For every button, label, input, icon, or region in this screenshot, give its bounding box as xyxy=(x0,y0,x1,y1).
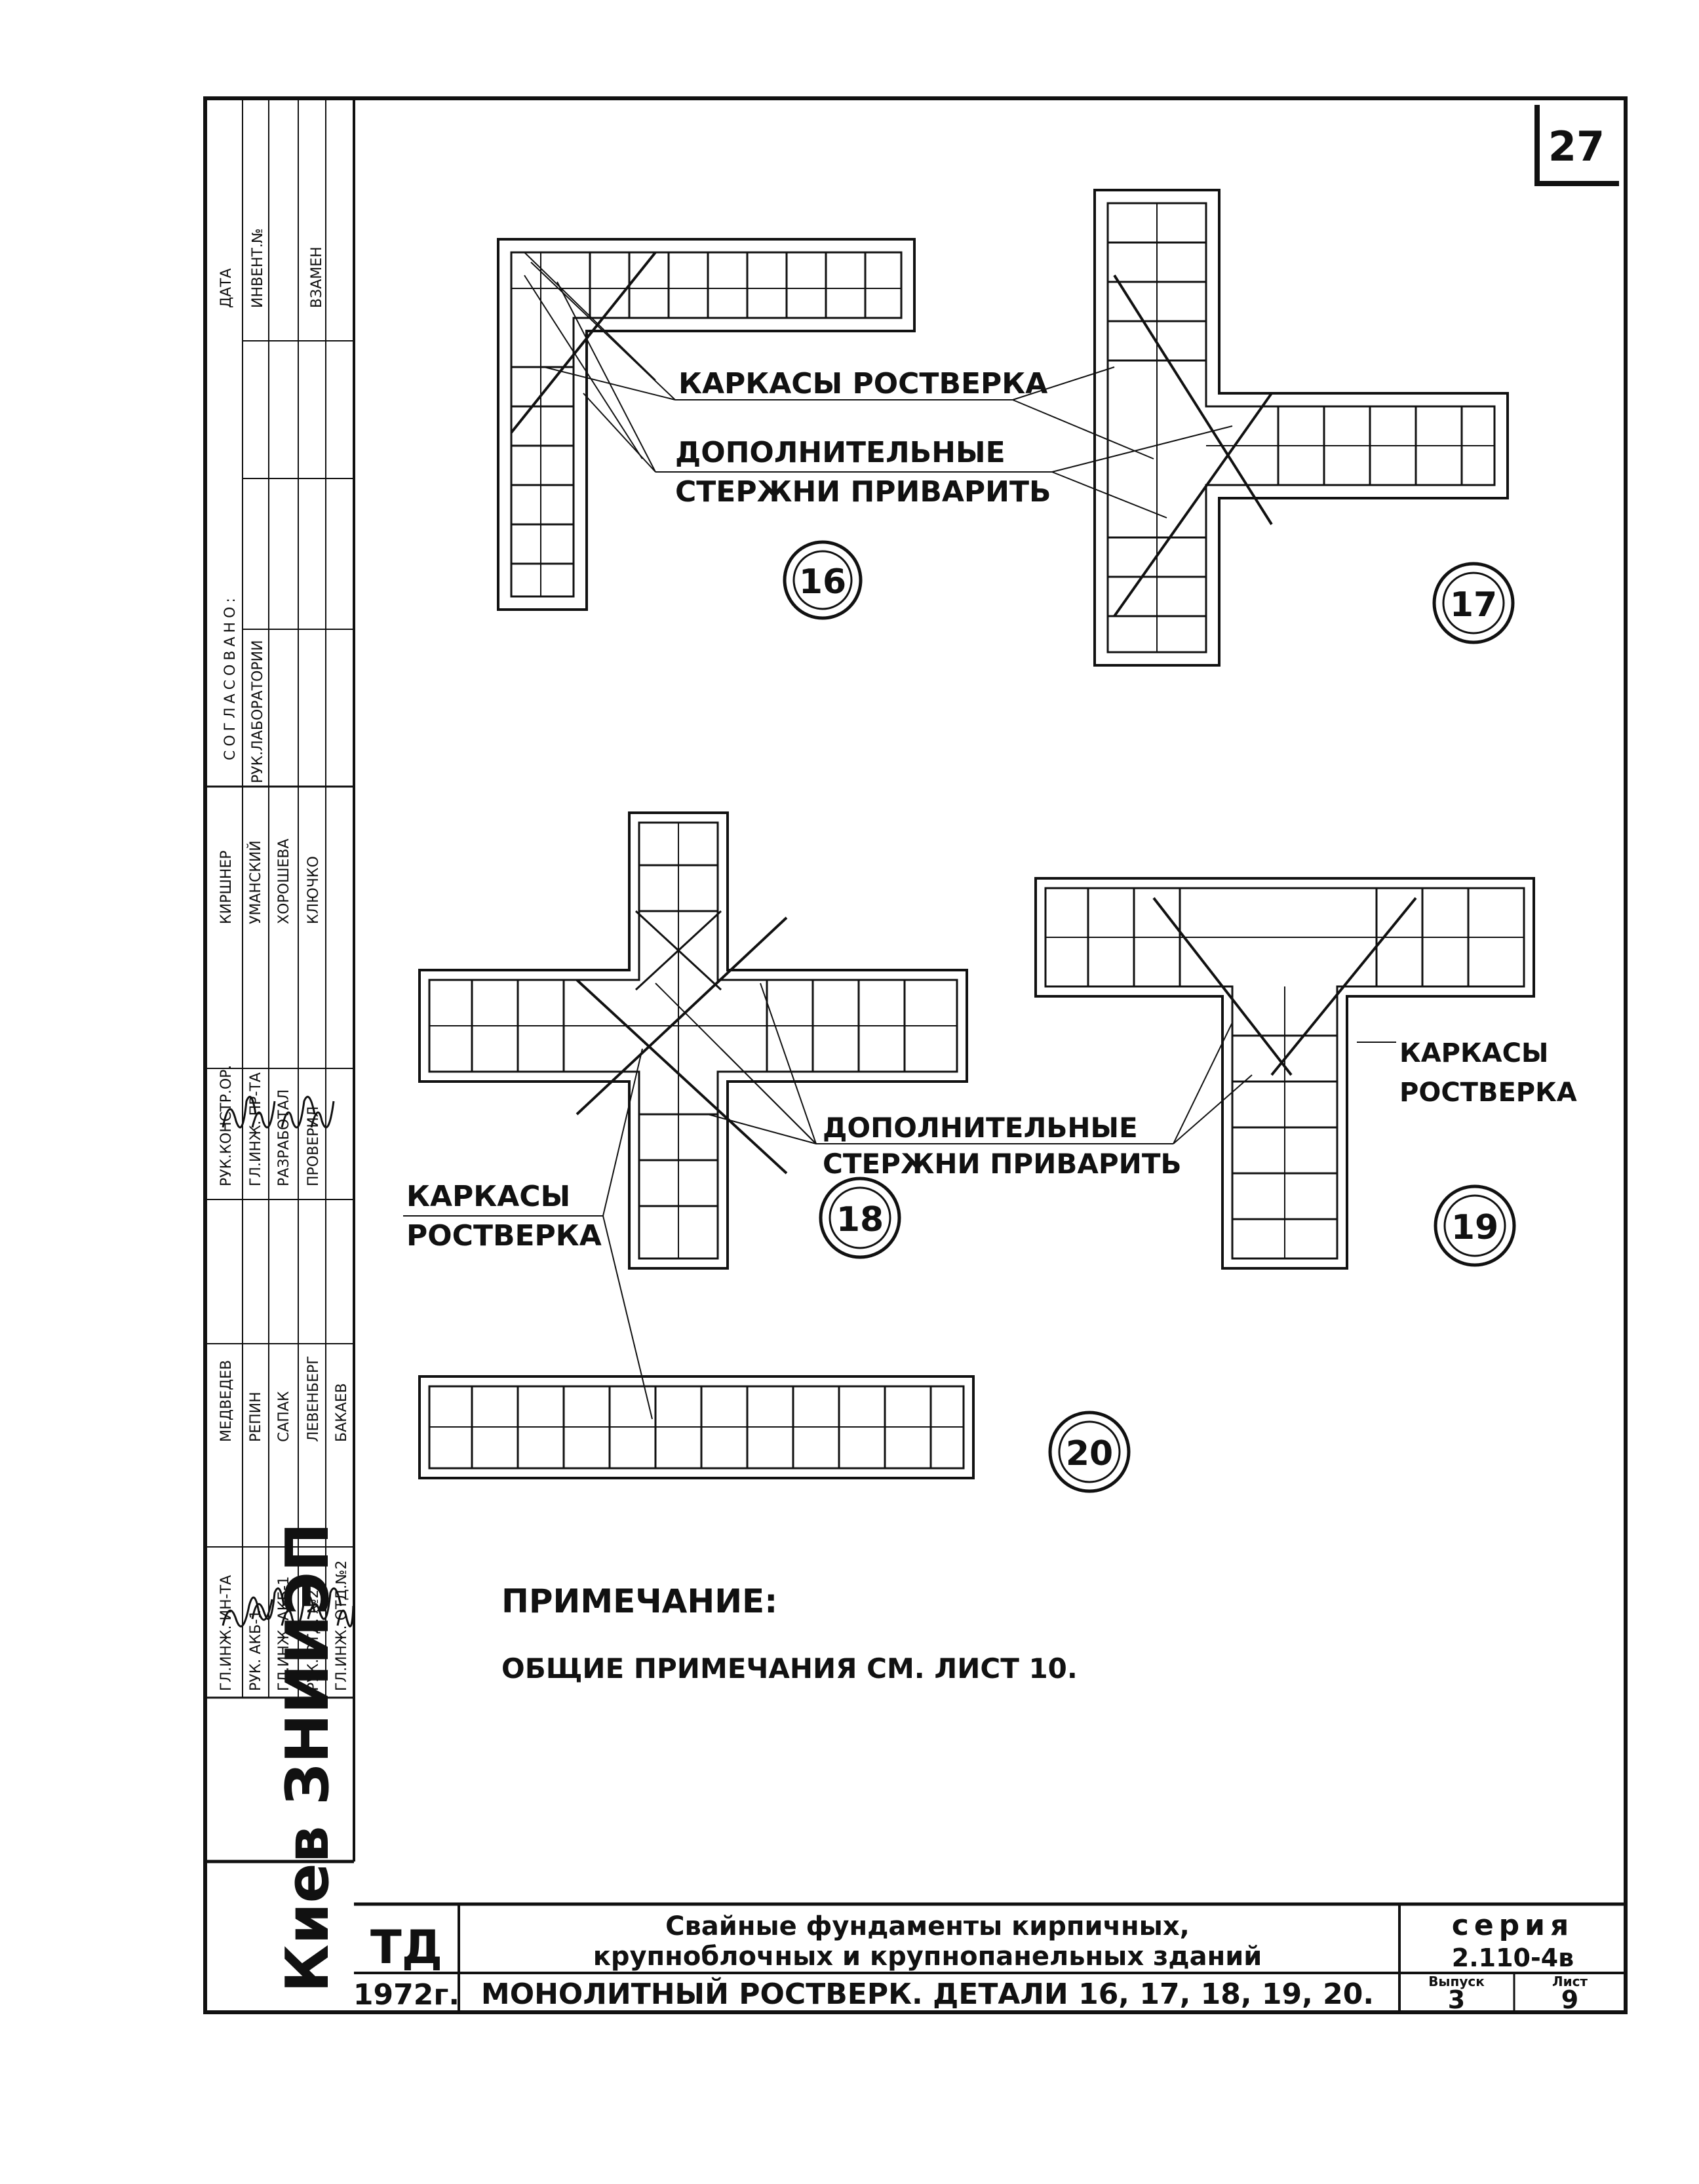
label-dop-sterzhni-2a: ДОПОЛНИТЕЛЬНЫЕ xyxy=(823,1112,1138,1144)
signatures xyxy=(222,1095,355,1628)
label-karkasy-19a: КАРКАСЫ xyxy=(1399,1038,1548,1068)
detail-19-drawing xyxy=(1034,877,1535,1270)
lab-head-label: РУК.ЛАБОРАТОРИИ xyxy=(250,640,266,783)
detail-18-marker: 18 xyxy=(819,1177,901,1259)
detail-20-marker: 20 xyxy=(1048,1411,1131,1493)
detail-18-drawing xyxy=(418,811,968,1270)
page-number-box: 27 xyxy=(1534,105,1619,186)
staff-role-3: ГЛ.ИНЖ. АКБ-1 xyxy=(276,1576,292,1691)
stamp-col-replace: ВЗАМЕН xyxy=(309,246,325,308)
detail-16-drawing xyxy=(497,238,916,611)
detail-17-number: 17 xyxy=(1450,585,1497,625)
approval-stamp: ДАТА ИНВЕНТ.№ ВЗАМЕН СОГЛАСОВАНО: РУК.ЛА… xyxy=(205,98,355,1993)
series-label: серия xyxy=(1452,1909,1574,1942)
label-karkasy-19b: РОСТВЕРКА xyxy=(1399,1078,1577,1108)
label-dop-sterzhni-1b: СТЕРЖНИ ПРИВАРИТЬ xyxy=(675,475,1051,509)
title-block: ТД 1972г. Свайные фундаменты кирпичных, … xyxy=(353,1902,1626,2014)
detail-20-drawing xyxy=(418,1375,975,1479)
leader-lines-middle xyxy=(403,983,1396,1420)
note-text: ОБЩИЕ ПРИМЕЧАНИЯ СМ. ЛИСТ 10. xyxy=(501,1652,1078,1685)
staff-role-5: ГЛ.ИНЖ. ОТД.№2 xyxy=(334,1561,350,1691)
staff-name-3: САПАК xyxy=(276,1391,292,1442)
staff-name-4: ЛЕВЕНБЕРГ xyxy=(305,1355,322,1442)
label-karkasy-rostverka-1: КАРКАСЫ РОСТВЕРКА xyxy=(678,367,1047,400)
label-dop-sterzhni-1a: ДОПОЛНИТЕЛЬНЫЕ xyxy=(675,436,1006,469)
staff-name-1: МЕДВЕДЕВ xyxy=(218,1360,235,1442)
drawing-frame xyxy=(203,96,1628,2014)
institute-name: Киев ЗНИИЭП xyxy=(273,1523,342,1993)
stamp-col-inventory: ИНВЕНТ.№ xyxy=(250,228,266,308)
issue-label: Выпуск xyxy=(1428,1974,1485,1989)
subtitle: МОНОЛИТНЫЙ РОСТВЕРК. ДЕТАЛИ 16, 17, 18, … xyxy=(481,1976,1374,2011)
detail-16-number: 16 xyxy=(799,562,846,602)
detail-17-drawing xyxy=(1093,189,1509,667)
staff-name-9: КЛЮЧКО xyxy=(305,856,322,924)
td-mark: ТД xyxy=(370,1921,442,1974)
staff-name-2: РЕПИН xyxy=(248,1392,264,1442)
year: 1972г. xyxy=(353,1978,459,2012)
issue-value: 3 xyxy=(1448,1985,1465,2014)
series-value: 2.110-4в xyxy=(1452,1943,1574,1972)
label-dop-sterzhni-2b: СТЕРЖНИ ПРИВАРИТЬ xyxy=(823,1148,1181,1180)
title-line-1: Свайные фундаменты кирпичных, xyxy=(665,1911,1190,1941)
detail-19-marker: 19 xyxy=(1434,1184,1516,1267)
detail-19-number: 19 xyxy=(1451,1208,1498,1247)
note-title: ПРИМЕЧАНИЕ: xyxy=(501,1582,777,1620)
detail-18-number: 18 xyxy=(836,1200,884,1239)
stamp-col-date: ДАТА xyxy=(218,268,235,308)
staff-name-6: КИРШНЕР xyxy=(218,850,235,924)
staff-role-1: ГЛ.ИНЖ. ИН-ТА xyxy=(218,1575,235,1691)
staff-role-6: РУК.КОНСТР.ОР. xyxy=(218,1065,235,1186)
approval-header: СОГЛАСОВАНО: xyxy=(222,594,239,760)
staff-name-5: БАКАЕВ xyxy=(334,1383,350,1442)
label-karkasy-18b: РОСТВЕРКА xyxy=(406,1219,602,1253)
leader-lines-top xyxy=(530,262,1233,518)
page-number: 27 xyxy=(1548,123,1605,170)
title-line-2: крупноблочных и крупнопанельных зданий xyxy=(593,1941,1262,1972)
staff-name-7: УМАНСКИЙ xyxy=(247,840,264,924)
detail-16-marker: 16 xyxy=(783,540,863,620)
sheet-value: 9 xyxy=(1561,1985,1578,2014)
detail-20-number: 20 xyxy=(1066,1434,1113,1473)
label-karkasy-18a: КАРКАСЫ xyxy=(406,1180,570,1213)
detail-17-marker: 17 xyxy=(1432,562,1515,644)
sheet-label: Лист xyxy=(1552,1974,1588,1989)
staff-role-8: РАЗРАБОТАЛ xyxy=(276,1089,292,1186)
staff-role-2: РУК. АКБ-1 xyxy=(248,1610,264,1691)
staff-name-8: ХОРОШЕВА xyxy=(276,838,292,924)
staff-role-7: ГЛ.ИНЖ. ПР-ТА xyxy=(248,1072,264,1186)
